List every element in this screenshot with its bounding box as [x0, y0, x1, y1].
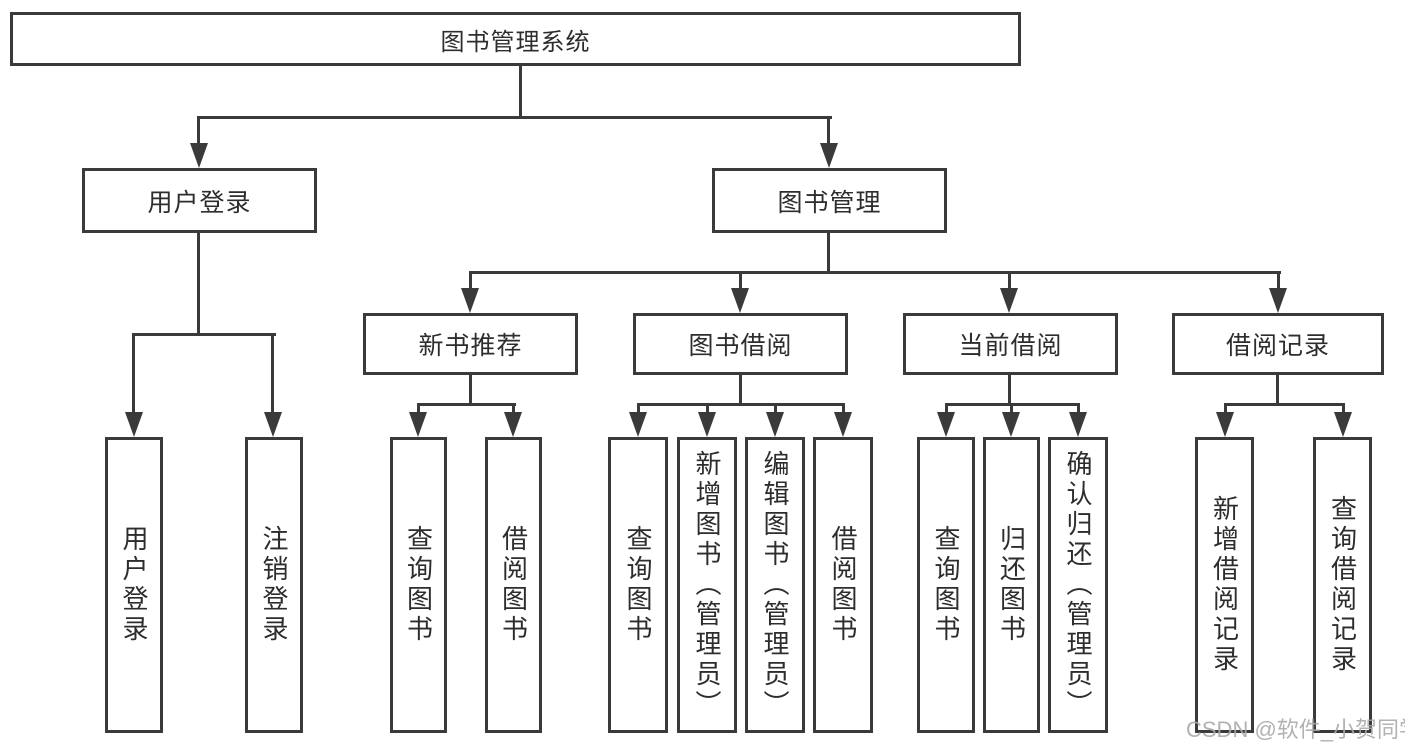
connector-line	[469, 271, 1281, 274]
leaf-newbook-borrow-books-label: 借阅图书	[498, 525, 529, 645]
connector-line	[739, 373, 742, 406]
leaf-logout: 注销登录	[245, 437, 303, 733]
leaf-newbook-query-books-label: 查询图书	[403, 525, 434, 645]
node-borrow-records: 借阅记录	[1172, 313, 1384, 375]
leaf-newbook-query-books: 查询图书	[390, 437, 447, 733]
leaf-records-query-record-label: 查询借阅记录	[1327, 495, 1358, 675]
leaf-current-confirm-return-admin: 确认归还（管理员）	[1048, 437, 1108, 733]
connector-line	[827, 116, 830, 146]
leaf-borrow-borrow-books-label: 借阅图书	[828, 525, 858, 645]
connector-line	[1224, 403, 1227, 416]
node-current-borrow-label: 当前借阅	[958, 332, 1063, 360]
leaf-newbook-borrow-books: 借阅图书	[485, 437, 542, 733]
leaf-borrow-query-books-label: 查询图书	[623, 525, 653, 645]
connector-line	[1008, 373, 1011, 406]
arrow-down-icon	[1269, 288, 1287, 313]
connector-line	[197, 116, 200, 146]
node-current-borrow: 当前借阅	[903, 313, 1118, 375]
connector-line	[198, 116, 832, 119]
arrow-down-icon	[766, 412, 784, 437]
connector-line	[512, 403, 515, 416]
leaf-borrow-edit-books-admin: 编辑图书（管理员）	[745, 437, 805, 733]
arrow-down-icon	[820, 143, 838, 168]
leaf-current-query-books: 查询图书	[917, 437, 975, 733]
connector-line	[469, 271, 472, 290]
leaf-current-query-books-label: 查询图书	[931, 525, 961, 645]
node-user-login: 用户登录	[82, 168, 317, 233]
node-new-book-recommend-label: 新书推荐	[418, 332, 523, 360]
connector-line	[739, 271, 742, 290]
leaf-user-login: 用户登录	[105, 437, 163, 733]
node-new-book-recommend: 新书推荐	[363, 313, 578, 375]
connector-line	[827, 231, 830, 274]
arrow-down-icon	[834, 412, 852, 437]
connector-line	[197, 231, 200, 335]
leaf-borrow-add-books-admin: 新增图书（管理员）	[677, 437, 737, 733]
leaf-current-return-books: 归还图书	[983, 437, 1040, 733]
leaf-borrow-edit-books-admin-label: 编辑图书（管理员）	[760, 450, 790, 720]
arrow-down-icon	[190, 143, 208, 168]
connector-line	[842, 403, 845, 416]
arrow-down-icon	[461, 288, 479, 313]
connector-line	[637, 403, 640, 416]
leaf-logout-label: 注销登录	[259, 525, 289, 645]
connector-line	[519, 63, 522, 118]
arrow-down-icon	[698, 412, 716, 437]
leaf-borrow-borrow-books: 借阅图书	[813, 437, 873, 733]
leaf-records-query-record: 查询借阅记录	[1313, 437, 1372, 733]
node-root-label: 图书管理系统	[440, 28, 591, 56]
node-book-management-label: 图书管理	[777, 188, 882, 217]
connector-line	[1342, 403, 1345, 416]
arrow-down-icon	[409, 412, 427, 437]
connector-line	[417, 403, 420, 416]
node-root-system: 图书管理系统	[10, 12, 1021, 66]
leaf-records-add-record-label: 新增借阅记录	[1209, 495, 1240, 675]
connector-line	[1224, 403, 1345, 406]
node-user-login-label: 用户登录	[147, 188, 252, 217]
connector-line	[1077, 403, 1080, 416]
arrow-down-icon	[629, 412, 647, 437]
connector-line	[132, 333, 276, 336]
arrow-down-icon	[1002, 412, 1020, 437]
node-borrow-records-label: 借阅记录	[1225, 332, 1330, 360]
arrow-down-icon	[125, 412, 143, 437]
arrow-down-icon	[1334, 412, 1352, 437]
leaf-borrow-query-books: 查询图书	[608, 437, 668, 733]
arrow-down-icon	[1000, 288, 1018, 313]
leaf-records-add-record: 新增借阅记录	[1195, 437, 1254, 733]
connector-line	[1010, 403, 1013, 416]
arrow-down-icon	[731, 288, 749, 313]
connector-line	[469, 373, 472, 406]
connector-line	[774, 403, 777, 416]
arrow-down-icon	[264, 412, 282, 437]
connector-line	[706, 403, 709, 416]
connector-line	[132, 333, 135, 414]
leaf-borrow-add-books-admin-label: 新增图书（管理员）	[692, 450, 722, 720]
leaf-user-login-label: 用户登录	[119, 525, 149, 645]
node-book-borrow: 图书借阅	[633, 313, 848, 375]
arrow-down-icon	[937, 412, 955, 437]
leaf-current-return-books-label: 归还图书	[996, 525, 1027, 645]
connector-line	[1276, 373, 1279, 406]
connector-line	[637, 403, 845, 406]
node-book-management: 图书管理	[712, 168, 947, 233]
node-book-borrow-label: 图书借阅	[688, 332, 793, 360]
csdn-watermark: CSDN @软件_小贺同学	[1186, 717, 1405, 742]
arrow-down-icon	[1216, 412, 1234, 437]
arrow-down-icon	[504, 412, 522, 437]
connector-line	[1277, 271, 1280, 290]
connector-line	[271, 333, 274, 414]
connector-line	[417, 403, 516, 406]
connector-line	[945, 403, 948, 416]
arrow-down-icon	[1069, 412, 1087, 437]
leaf-current-confirm-return-admin-label: 确认归还（管理员）	[1063, 450, 1093, 720]
connector-line	[1008, 271, 1011, 290]
